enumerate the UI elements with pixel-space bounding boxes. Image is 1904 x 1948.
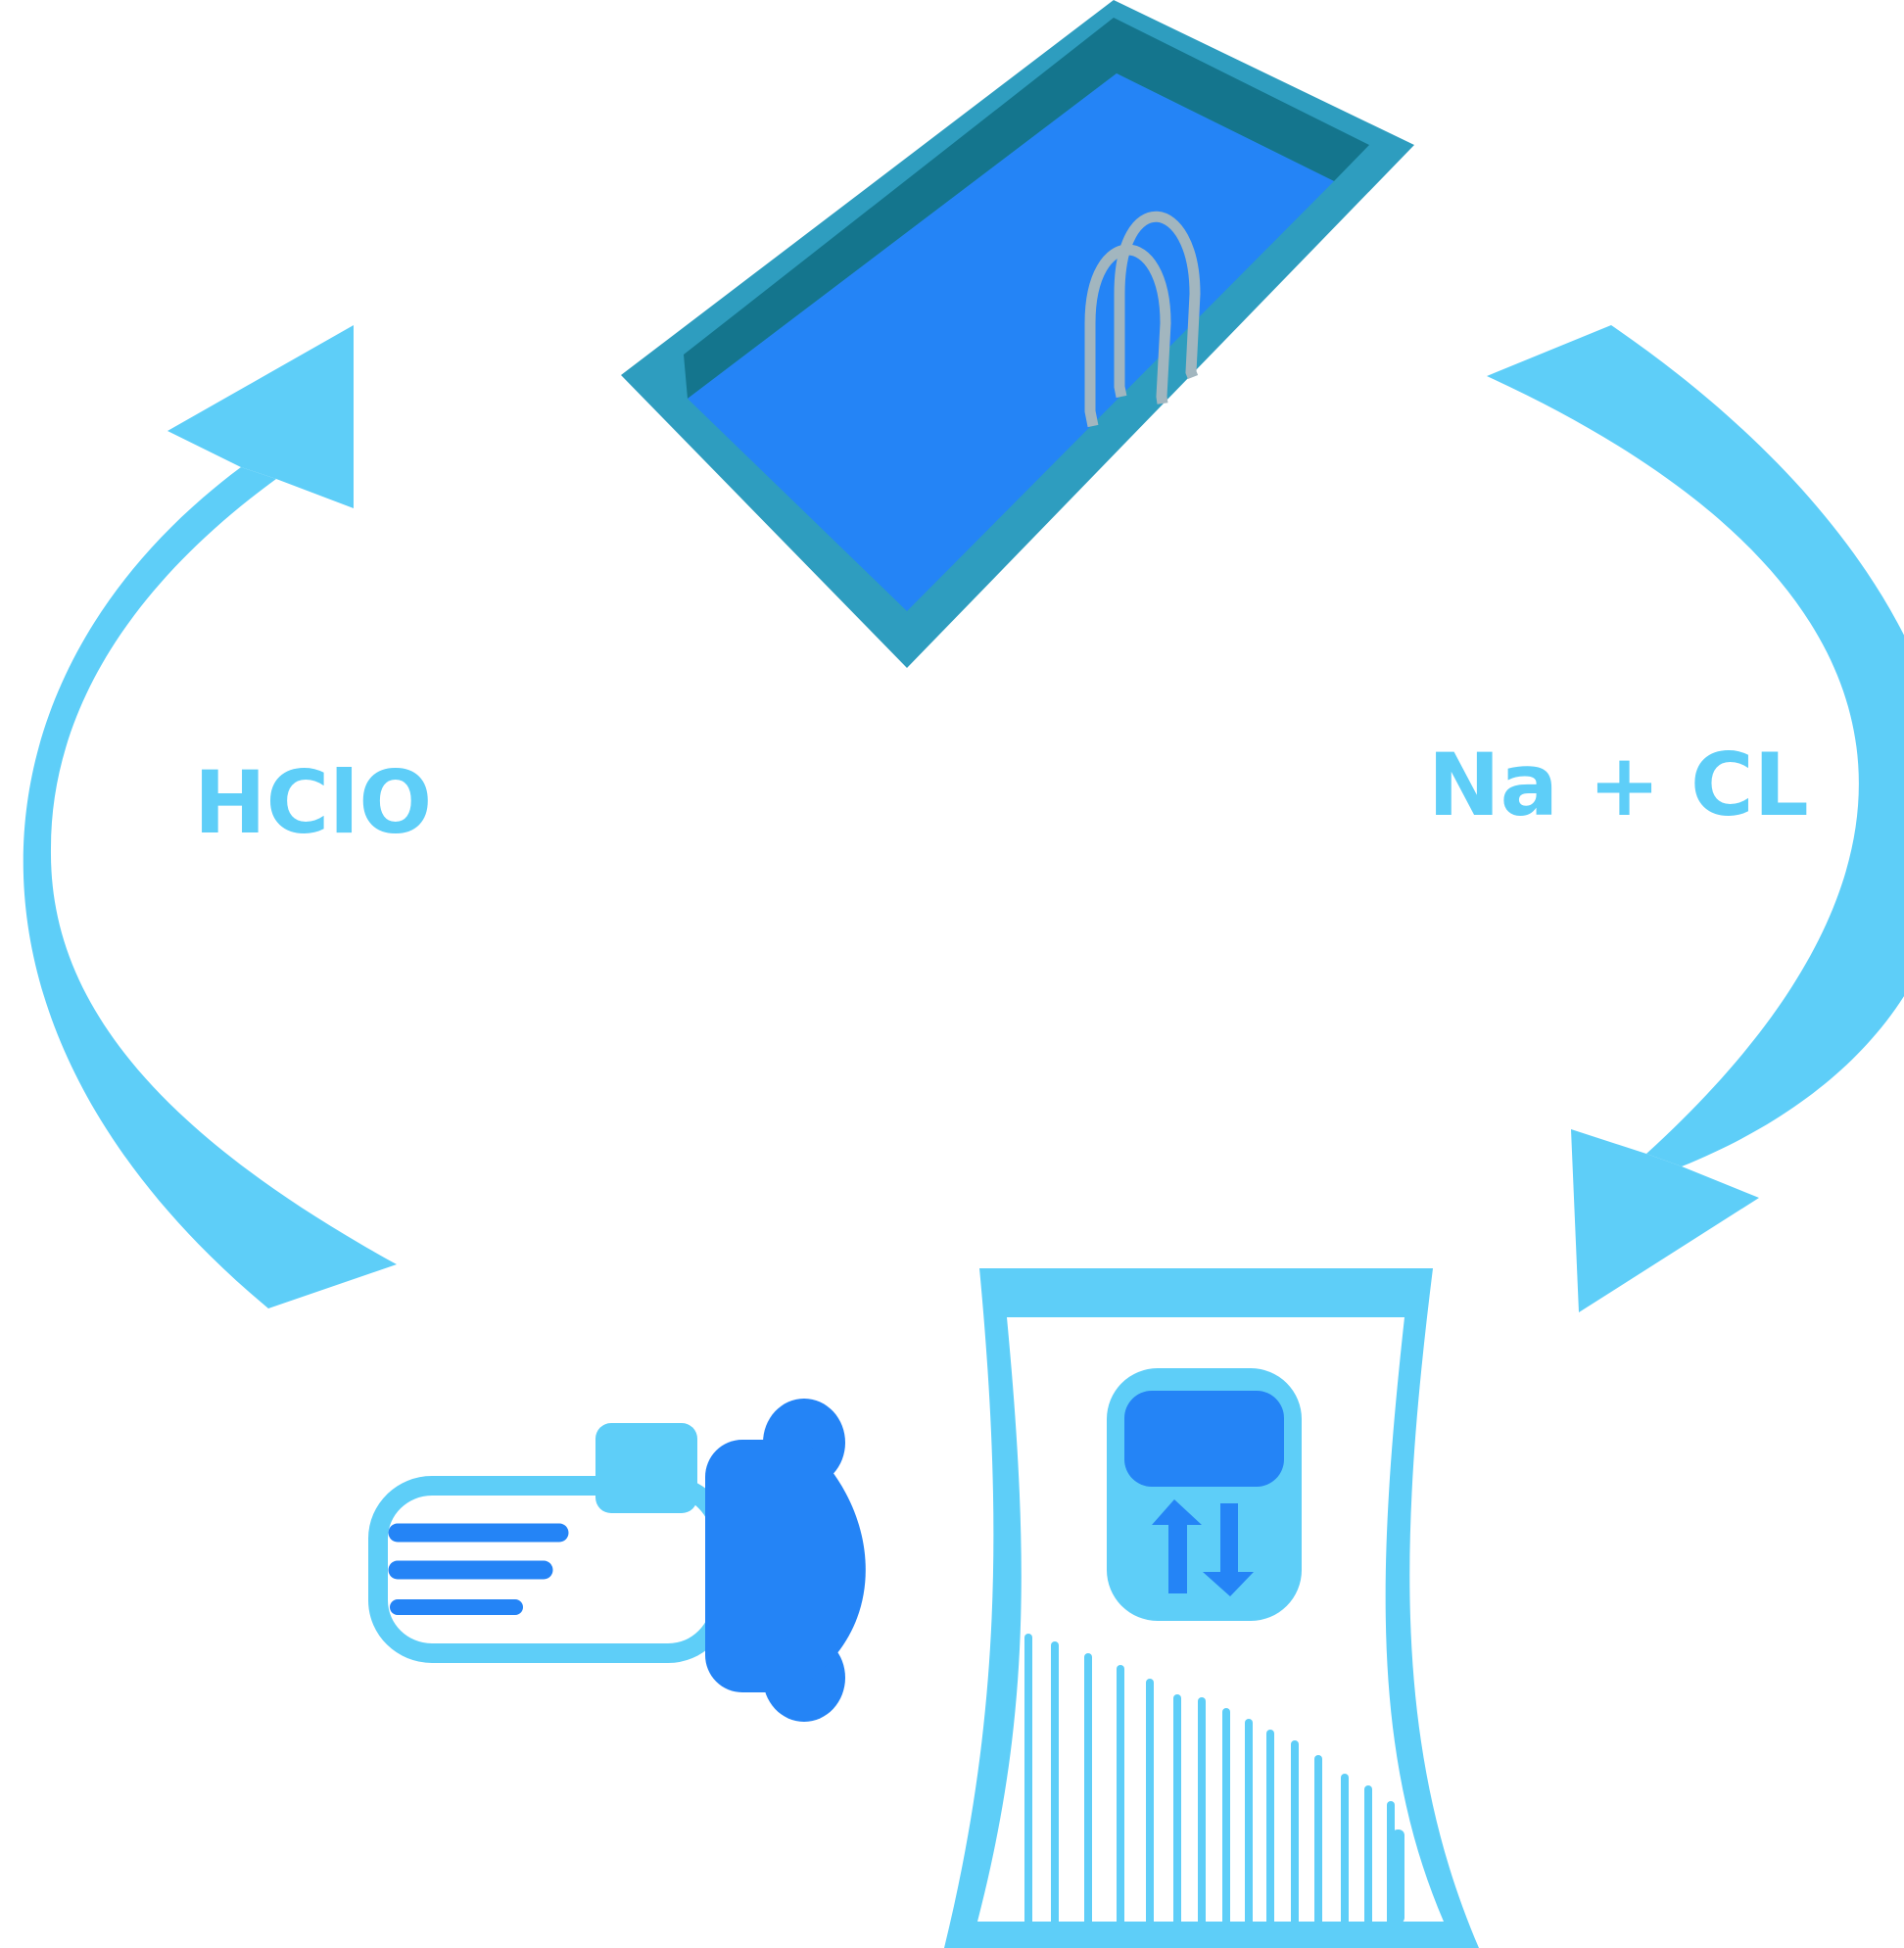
- curved-arrow-up-icon: [23, 325, 398, 1308]
- label-hclo: HClO: [194, 752, 432, 853]
- right-arrow-shaft: [1487, 325, 1904, 1166]
- electrode-plates: [1024, 1634, 1395, 1928]
- right-arrow-head: [1571, 1129, 1759, 1312]
- swimming-pool-icon: [621, 0, 1414, 668]
- salt-chlorinator-icon: [944, 1268, 1479, 1948]
- pump-impeller-housing: [705, 1399, 866, 1722]
- pump-stripes: [388, 1523, 569, 1615]
- chlorinator-display: [1124, 1391, 1284, 1487]
- up-arrow-icon: [1152, 1499, 1202, 1593]
- label-na-cl: Na + CL: [1428, 735, 1809, 835]
- pool-shadow-wall: [684, 18, 1369, 399]
- pump-top-cap: [595, 1423, 697, 1513]
- pool-ladder-icon: [1084, 211, 1201, 428]
- left-arrow-shaft: [23, 467, 398, 1308]
- left-arrow-head: [167, 325, 354, 508]
- electrode-plate-last: [1392, 1829, 1404, 1924]
- curved-arrow-down-icon: [1487, 325, 1904, 1312]
- pool-water: [688, 73, 1334, 611]
- down-arrow-icon: [1203, 1503, 1254, 1596]
- pump-icon: [368, 1399, 866, 1722]
